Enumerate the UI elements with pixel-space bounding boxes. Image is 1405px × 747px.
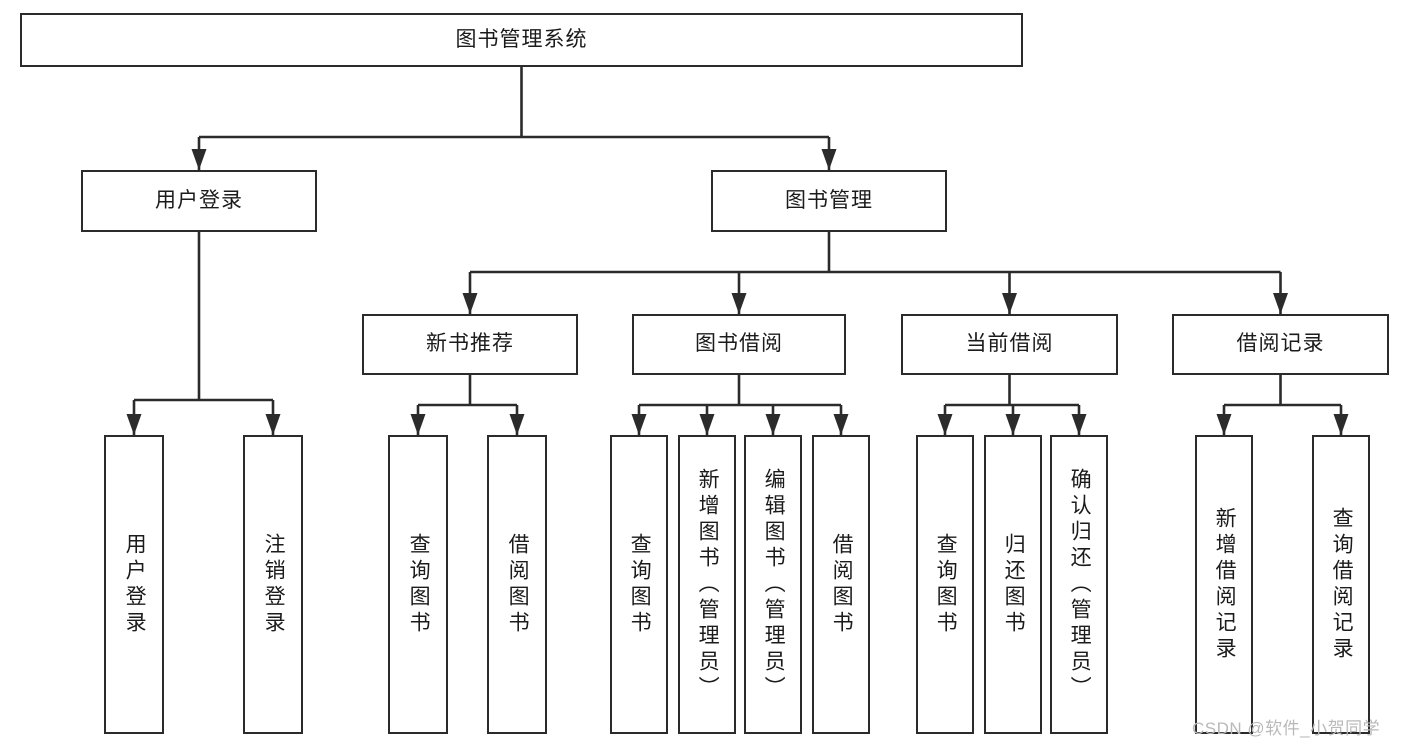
node-label: 确认归还（管理员） xyxy=(1068,467,1092,702)
arrowhead-icon xyxy=(1333,414,1349,435)
node-leaf-confirm-return[interactable]: 确认归还（管理员） xyxy=(1050,435,1108,734)
node-current-borrow[interactable]: 当前借阅 xyxy=(901,314,1118,375)
node-label: 新书推荐 xyxy=(426,332,514,356)
node-leaf-add-record[interactable]: 新增借阅记录 xyxy=(1195,435,1253,734)
node-label: 新增图书（管理员） xyxy=(696,467,720,702)
node-leaf-query-book-rec[interactable]: 查询图书 xyxy=(388,435,448,734)
node-leaf-borrow-book[interactable]: 借阅图书 xyxy=(812,435,870,734)
node-new-book-recommend[interactable]: 新书推荐 xyxy=(362,314,578,375)
node-label: 图书管理 xyxy=(785,188,873,212)
node-leaf-query-book-cur[interactable]: 查询图书 xyxy=(916,435,974,734)
node-leaf-return-book[interactable]: 归还图书 xyxy=(984,435,1042,734)
arrowhead-icon xyxy=(937,414,953,435)
node-label: 图书借阅 xyxy=(695,332,783,356)
node-borrow-record[interactable]: 借阅记录 xyxy=(1172,314,1389,375)
node-root[interactable]: 图书管理系统 xyxy=(20,13,1023,67)
arrowhead-icon xyxy=(631,414,647,435)
node-leaf-query-record[interactable]: 查询借阅记录 xyxy=(1312,435,1370,734)
arrowhead-icon xyxy=(191,149,207,170)
node-leaf-query-book[interactable]: 查询图书 xyxy=(610,435,668,734)
arrowhead-icon xyxy=(1071,414,1087,435)
node-label: 编辑图书（管理员） xyxy=(762,467,786,702)
arrowhead-icon xyxy=(1216,414,1232,435)
arrowhead-icon xyxy=(410,414,426,435)
node-label: 借阅记录 xyxy=(1236,332,1325,356)
arrowhead-icon xyxy=(833,414,849,435)
arrowhead-icon xyxy=(1005,414,1021,435)
watermark-label: CSDN @软件_小贺同学 xyxy=(1192,719,1381,738)
node-label: 查询借阅记录 xyxy=(1330,506,1354,663)
node-label: 归还图书 xyxy=(1002,532,1026,637)
arrowhead-icon xyxy=(462,293,478,314)
arrowhead-icon xyxy=(821,149,837,170)
arrowhead-icon xyxy=(126,414,142,435)
node-label: 注销登录 xyxy=(262,532,286,637)
node-book-manage[interactable]: 图书管理 xyxy=(711,170,947,232)
node-book-borrow[interactable]: 图书借阅 xyxy=(632,314,846,375)
arrowhead-icon xyxy=(1002,293,1017,314)
node-label: 查询图书 xyxy=(628,532,652,637)
arrowhead-icon xyxy=(265,414,281,435)
arrowhead-icon xyxy=(699,414,715,435)
node-label: 当前借阅 xyxy=(965,332,1054,356)
node-label: 图书管理系统 xyxy=(455,27,588,51)
arrowhead-icon xyxy=(1273,293,1288,314)
node-label: 借阅图书 xyxy=(506,532,530,637)
node-leaf-logout[interactable]: 注销登录 xyxy=(243,435,303,734)
node-label: 借阅图书 xyxy=(830,532,854,637)
node-label: 查询图书 xyxy=(934,532,958,637)
node-label: 查询图书 xyxy=(407,532,431,637)
node-leaf-user-login[interactable]: 用户登录 xyxy=(104,435,164,734)
node-leaf-borrow-book-rec[interactable]: 借阅图书 xyxy=(487,435,547,734)
node-label: 用户登录 xyxy=(155,188,243,212)
arrowhead-icon xyxy=(509,414,525,435)
node-label: 用户登录 xyxy=(123,532,147,637)
node-leaf-add-book[interactable]: 新增图书（管理员） xyxy=(678,435,736,734)
node-leaf-edit-book[interactable]: 编辑图书（管理员） xyxy=(744,435,802,734)
arrowhead-icon xyxy=(731,293,747,314)
arrowhead-icon xyxy=(765,414,781,435)
node-user-login[interactable]: 用户登录 xyxy=(81,170,317,232)
node-label: 新增借阅记录 xyxy=(1213,506,1237,663)
